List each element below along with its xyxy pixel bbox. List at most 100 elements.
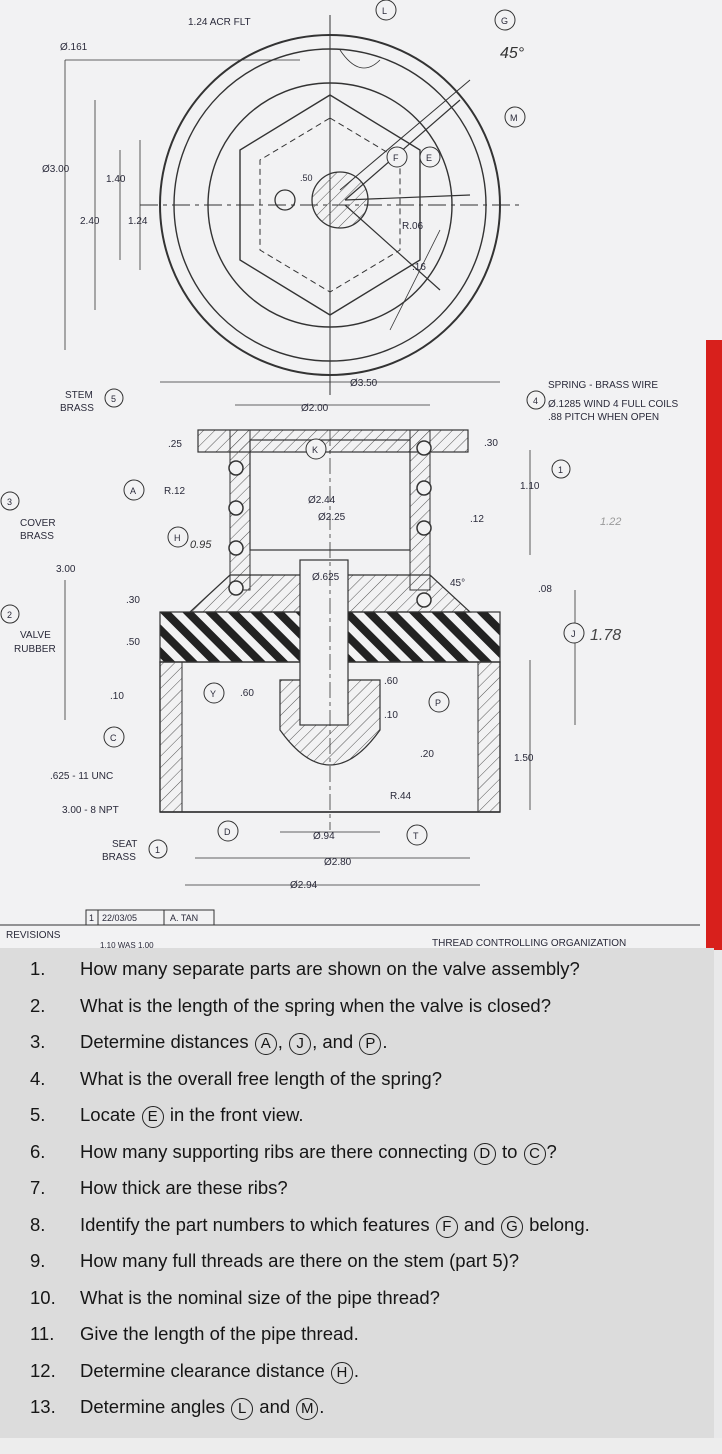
question-number: 2. bbox=[30, 994, 46, 1016]
handwritten-45: 45° bbox=[500, 45, 525, 62]
question-text: to bbox=[496, 1140, 523, 1162]
red-edge-strip bbox=[706, 340, 722, 950]
dim-150: 1.50 bbox=[514, 753, 534, 764]
dim-d294: Ø2.94 bbox=[290, 880, 318, 891]
cover-name2: BRASS bbox=[20, 531, 54, 542]
cover-name1: COVER bbox=[20, 518, 56, 529]
spring-line2: Ø.1285 WIND 4 FULL COILS bbox=[548, 399, 679, 410]
dim-20: .20 bbox=[420, 749, 434, 760]
question-text: How many full threads are there on the s… bbox=[80, 1250, 520, 1271]
front-dim-lines bbox=[64, 59, 500, 383]
question-item: 12.Determine clearance distance H. bbox=[30, 1360, 359, 1384]
dim-d244: Ø2.44 bbox=[308, 495, 336, 506]
question-text: Identify the part numbers to which featu… bbox=[80, 1213, 435, 1235]
spring-num: 4 bbox=[533, 396, 538, 406]
question-item: 6.How many supporting ribs are there con… bbox=[30, 1141, 557, 1165]
question-item: 4.What is the overall free length of the… bbox=[30, 1068, 442, 1090]
dim-08: .08 bbox=[538, 584, 552, 595]
seat-name1: SEAT bbox=[112, 839, 137, 850]
handwritten-h3: 1.22 bbox=[600, 516, 621, 528]
cover-num: 3 bbox=[7, 497, 12, 507]
spring-line3: .88 PITCH WHEN OPEN bbox=[548, 412, 659, 423]
thread-npt: 3.00 - 8 NPT bbox=[62, 805, 119, 816]
callout-Y: Y bbox=[210, 689, 216, 699]
stem-name2: BRASS bbox=[60, 403, 94, 414]
dim-50-front: .50 bbox=[300, 173, 313, 183]
drawing-canvas: 1.24 ACR FLT Ø.161 45° Ø3.00 1.40 2.40 1… bbox=[0, 0, 700, 950]
handwritten-h2: 1.78 bbox=[590, 627, 621, 644]
feature-callout-F: F bbox=[435, 1215, 458, 1238]
question-text: in the front view. bbox=[164, 1104, 304, 1125]
question-text: How many separate parts are shown on the… bbox=[80, 958, 580, 979]
question-item: 2. What is the length of the spring when … bbox=[30, 995, 551, 1017]
question-number: 11. bbox=[30, 1323, 55, 1344]
question-text: belong. bbox=[523, 1213, 590, 1235]
rev-num: 1 bbox=[89, 913, 94, 923]
callout-J: J bbox=[571, 629, 576, 639]
callout-P: P bbox=[435, 698, 441, 708]
question-item: 13.Determine angles L and M. bbox=[30, 1396, 324, 1420]
angle-45-section: 45° bbox=[450, 578, 465, 589]
dim-124: 1.24 bbox=[128, 216, 148, 227]
question-number: 3. bbox=[30, 1031, 46, 1052]
callout-D: D bbox=[224, 827, 231, 837]
bottom-margin bbox=[0, 1438, 722, 1454]
question-text: and bbox=[254, 1396, 296, 1417]
section-callouts: K A H J Y P C D T bbox=[103, 438, 585, 846]
question-item: 5.Locate E in the front view. bbox=[30, 1104, 304, 1128]
dim-110: 1.10 bbox=[520, 481, 540, 492]
dim-10b: .10 bbox=[384, 710, 398, 721]
seat-ref-num: 1 bbox=[558, 465, 563, 475]
handwritten-h1: 0.95 bbox=[190, 539, 212, 551]
seat-num: 1 bbox=[155, 845, 160, 855]
feature-callout-C: C bbox=[523, 1142, 546, 1165]
dim-r12: R.12 bbox=[164, 486, 186, 497]
question-item: 8.Identify the part numbers to which fea… bbox=[30, 1214, 590, 1238]
dim-r44: R.44 bbox=[390, 791, 412, 802]
question-item: 3.Determine distances A, J, and P. bbox=[30, 1031, 388, 1055]
org-label: THREAD CONTROLLING ORGANIZATION bbox=[432, 938, 626, 949]
dim-25: .25 bbox=[168, 439, 182, 450]
front-callouts: L G M F E bbox=[375, 0, 526, 168]
question-list: 1. How many separate parts are shown on t… bbox=[0, 948, 714, 1438]
spring-line1: SPRING - BRASS WIRE bbox=[548, 380, 658, 391]
callout-C: C bbox=[110, 733, 117, 743]
valve-num: 2 bbox=[7, 610, 12, 620]
callout-A: A bbox=[130, 486, 136, 496]
callout-M: M bbox=[510, 113, 518, 123]
dim-d0625: Ø.625 bbox=[312, 572, 340, 583]
dim-50-section: .50 bbox=[126, 637, 140, 648]
question-text: What is the length of the spring when th… bbox=[80, 994, 551, 1016]
valve-name1: VALVE bbox=[20, 630, 51, 641]
feature-callout-M: M bbox=[296, 1398, 319, 1420]
dia-161-label: Ø.161 bbox=[60, 42, 88, 53]
question-text: Locate bbox=[80, 1104, 141, 1125]
section-dim-lines bbox=[64, 404, 576, 886]
dim-240: 2.40 bbox=[80, 216, 100, 227]
question-item: 9.How many full threads are there on the… bbox=[30, 1250, 519, 1272]
rev-by: A. TAN bbox=[170, 913, 198, 923]
dim-30a: .30 bbox=[126, 595, 140, 606]
question-text: Determine distances bbox=[80, 1031, 254, 1052]
callout-G: G bbox=[501, 16, 508, 26]
question-text: , and bbox=[312, 1031, 359, 1052]
question-text: How thick are these ribs? bbox=[80, 1177, 288, 1198]
question-number: 4. bbox=[30, 1067, 46, 1089]
dim-d300: Ø3.00 bbox=[42, 164, 70, 175]
callout-K: K bbox=[312, 445, 318, 455]
dim-16: .16 bbox=[412, 262, 426, 273]
dim-d280: Ø2.80 bbox=[324, 857, 352, 868]
technical-drawing: 1.24 ACR FLT Ø.161 45° Ø3.00 1.40 2.40 1… bbox=[0, 0, 700, 950]
dim-10a: .10 bbox=[110, 691, 124, 702]
question-text: Determine angles bbox=[80, 1396, 231, 1417]
question-item: 1. How many separate parts are shown on t… bbox=[30, 958, 580, 980]
question-text: and bbox=[458, 1213, 500, 1235]
section-view bbox=[159, 429, 501, 830]
dim-140: 1.40 bbox=[106, 174, 126, 185]
question-number: 6. bbox=[30, 1140, 46, 1162]
question-number: 1. bbox=[30, 958, 46, 979]
stem-name1: STEM bbox=[65, 390, 93, 401]
question-item: 7.How thick are these ribs? bbox=[30, 1177, 288, 1199]
feature-callout-H: H bbox=[330, 1361, 353, 1384]
dim-d094: Ø.94 bbox=[313, 831, 335, 842]
